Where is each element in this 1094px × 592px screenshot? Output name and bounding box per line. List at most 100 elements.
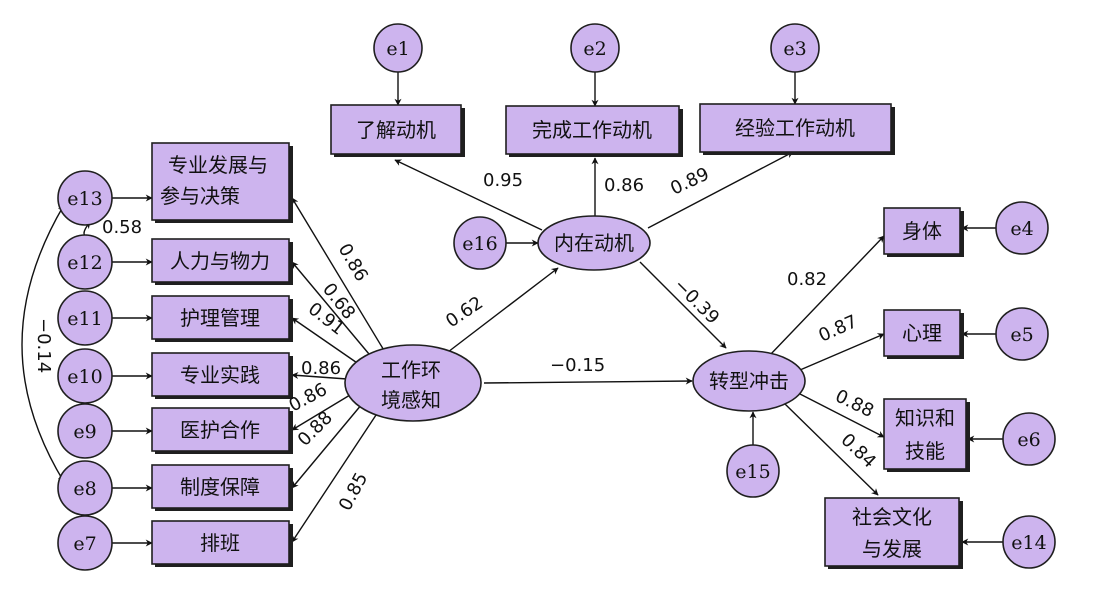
node-e13: e13 (57, 170, 113, 226)
label-e4: e4 (1010, 218, 1033, 240)
label-zhuanye-line1: 专业发展与 (168, 153, 268, 177)
node-wancheng: 完成工作动机 (505, 105, 683, 157)
coef-gz-nz: 0.62 (442, 292, 487, 332)
label-xinli: 心理 (902, 321, 942, 345)
node-e15: e15 (726, 444, 780, 498)
node-e7: e7 (57, 515, 113, 571)
edge-gongzuo-yihu (291, 394, 351, 431)
coef-wancheng: 0.86 (604, 175, 644, 196)
node-e12: e12 (57, 234, 113, 290)
label-zhuanye-line2: 参与决策 (160, 184, 240, 208)
node-e6: e6 (1002, 412, 1056, 466)
label-e5: e5 (1010, 324, 1033, 346)
edge-gongzuo-neizai (447, 267, 559, 353)
edge-gongzuo-zhuanxing (483, 377, 693, 385)
label-huli: 护理管理 (180, 306, 260, 330)
label-zhishi-line1: 知识和 (895, 406, 955, 430)
label-gongzuo-line1: 工作环 (381, 358, 441, 382)
label-e6: e6 (1017, 429, 1040, 451)
edge-neizai-jingyan (647, 151, 794, 229)
label-neizai: 内在动机 (554, 231, 634, 255)
coef-e13-e12: 0.58 (102, 217, 142, 238)
coef-shijian: 0.86 (301, 358, 341, 379)
node-e5: e5 (995, 307, 1049, 361)
edge-zhuanxing-shehui (784, 403, 879, 496)
node-gongzuo: 工作环 境感知 (344, 344, 482, 422)
label-e10: e10 (67, 366, 102, 388)
edge-gongzuo-paiban (291, 408, 381, 543)
node-jingyan: 经验工作动机 (699, 103, 895, 155)
label-e16: e16 (462, 233, 497, 255)
edge-gongzuo-zhidu (291, 403, 363, 489)
label-e15: e15 (735, 461, 770, 483)
edge-neizai-liaojie (394, 159, 543, 231)
label-jingyan: 经验工作动机 (735, 116, 855, 140)
observed-variables: 了解动机 完成工作动机 经验工作动机 专业发展与 参与决策 人力与物力 护理管理 (151, 103, 970, 569)
edges (21, 72, 1003, 547)
node-e11: e11 (57, 290, 113, 346)
node-e8: e8 (57, 460, 113, 516)
label-shehui-line1: 社会文化 (852, 505, 932, 529)
edge-neizai-zhuanxing (639, 261, 727, 349)
coef-shehui: 0.84 (837, 429, 880, 472)
edge-zhuanxing-xinli (799, 333, 885, 371)
label-gongzuo-line2: 境感知 (381, 388, 441, 412)
coef-liaojie: 0.95 (483, 170, 523, 191)
node-e2: e2 (570, 23, 620, 73)
node-shehui: 社会文化 与发展 (824, 497, 963, 569)
node-huli: 护理管理 (151, 295, 293, 342)
edge-gongzuo-shijian (291, 371, 348, 380)
label-zhidu: 制度保障 (180, 475, 260, 499)
label-e9: e9 (73, 421, 96, 443)
error-terms: e1 e2 e3 e16 e15 e13 e12 e11 e10 e9 e8 e… (57, 23, 1056, 571)
label-e8: e8 (73, 478, 96, 500)
edge-gongzuo-renli (291, 261, 375, 361)
node-e1: e1 (373, 23, 423, 73)
label-e3: e3 (783, 38, 806, 60)
coef-zhishi: 0.88 (832, 386, 877, 422)
coef-jingyan: 0.89 (667, 164, 712, 200)
coef-nz-zx: −0.39 (669, 275, 723, 329)
node-xinli: 心理 (883, 309, 964, 359)
coef-gz-zx: −0.15 (550, 355, 605, 376)
node-renli: 人力与物力 (151, 238, 293, 285)
node-zhishi: 知识和 技能 (883, 398, 970, 472)
node-neizai: 内在动机 (537, 215, 651, 271)
label-wancheng: 完成工作动机 (532, 118, 652, 142)
edge-gongzuo-huli (291, 317, 364, 368)
label-paiban: 排班 (200, 531, 240, 555)
node-shenti: 身体 (883, 207, 964, 257)
label-e13: e13 (67, 188, 102, 210)
edge-gongzuo-zhuanye (291, 197, 389, 358)
edge-zhuanxing-zhishi (799, 393, 885, 438)
node-paiban: 排班 (151, 520, 293, 567)
label-e2: e2 (583, 38, 606, 60)
node-e16: e16 (453, 216, 507, 270)
node-zhidu: 制度保障 (151, 464, 293, 511)
node-e10: e10 (57, 348, 113, 404)
label-e14: e14 (1011, 532, 1046, 554)
node-zhuanye: 专业发展与 参与决策 (151, 142, 293, 223)
node-e14: e14 (1002, 515, 1056, 569)
label-e1: e1 (386, 38, 409, 60)
edge-zhuanxing-shenti (769, 235, 885, 356)
node-shijian: 专业实践 (151, 352, 293, 399)
label-e11: e11 (67, 308, 102, 330)
label-zhishi-line2: 技能 (905, 439, 945, 463)
label-shehui-line2: 与发展 (862, 537, 922, 561)
node-e9: e9 (57, 403, 113, 459)
cov-e13-e8 (21, 204, 65, 483)
node-e3: e3 (770, 23, 820, 73)
node-zhuanxing: 转型冲击 (692, 350, 806, 412)
coef-e13-e8: −0.14 (33, 318, 54, 373)
label-shijian: 专业实践 (180, 363, 260, 387)
label-e12: e12 (67, 252, 102, 274)
node-yihu: 医护合作 (151, 407, 293, 454)
label-e7: e7 (73, 533, 96, 555)
label-liaojie: 了解动机 (356, 118, 436, 142)
coef-xinli: 0.87 (815, 311, 860, 346)
label-renli: 人力与物力 (170, 249, 270, 273)
latent-variables: 内在动机 工作环 境感知 转型冲击 (344, 215, 806, 422)
node-liaojie: 了解动机 (330, 104, 465, 157)
